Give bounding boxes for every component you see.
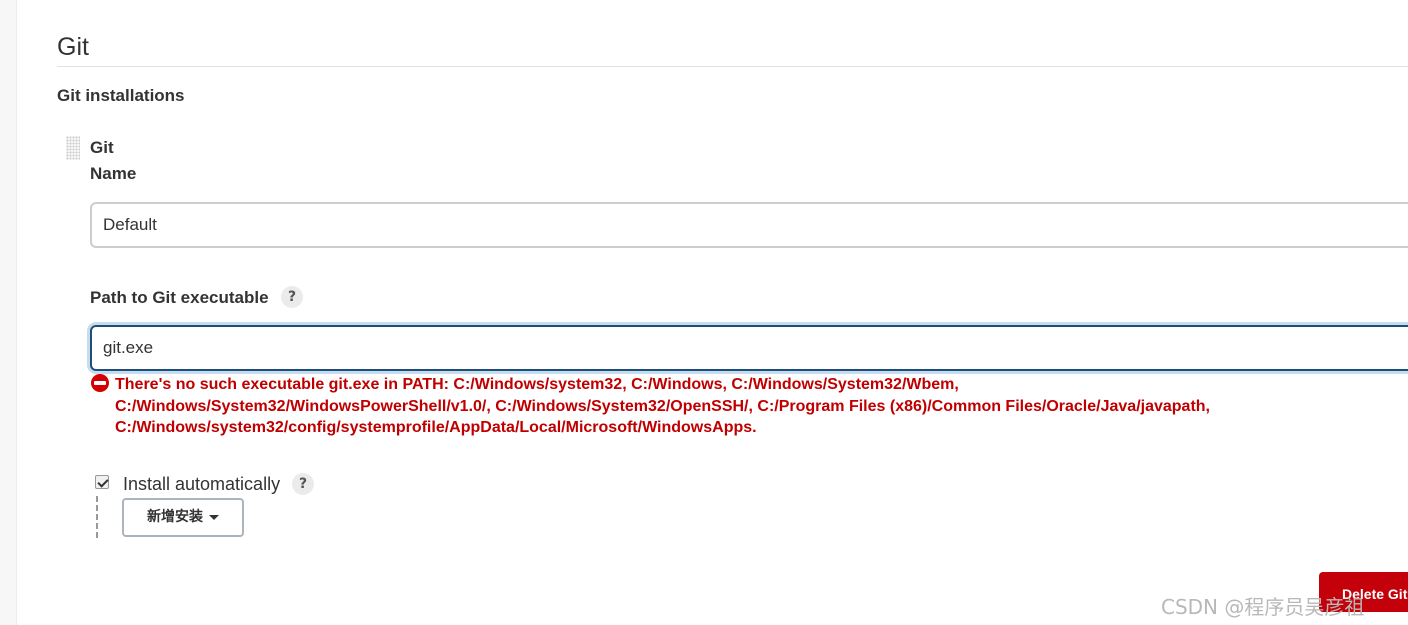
install-automatically-checkbox[interactable]: [95, 475, 109, 489]
installer-connector: [96, 496, 98, 538]
error-line: C:/Windows/system32/config/systemprofile…: [115, 419, 757, 436]
section-divider: [57, 66, 1408, 67]
caret-down-icon: [209, 514, 219, 520]
install-help-icon[interactable]: ?: [292, 473, 314, 495]
path-error-message: There's no such executable git.exe in PA…: [115, 374, 1375, 439]
delete-git-button[interactable]: Delete Git: [1319, 572, 1408, 612]
drag-handle-icon[interactable]: [66, 136, 80, 160]
add-installer-button[interactable]: 新增安装: [122, 498, 244, 537]
name-input[interactable]: [90, 202, 1408, 248]
path-input[interactable]: [90, 325, 1408, 371]
watermark: CSDN @程序员吴彦祖: [1161, 595, 1365, 619]
path-label: Path to Git executable: [90, 288, 269, 307]
left-rail: [0, 0, 17, 625]
error-line: There's no such executable git.exe in PA…: [115, 376, 959, 393]
path-help-icon[interactable]: ?: [281, 286, 303, 308]
install-automatically-label[interactable]: Install automatically: [123, 474, 281, 494]
section-title: Git: [57, 33, 89, 61]
installation-title: Git: [90, 138, 114, 157]
add-installer-label: 新增安装: [147, 509, 203, 525]
error-icon: [91, 374, 109, 392]
error-line: C:/Windows/System32/WindowsPowerShell/v1…: [115, 397, 1210, 415]
installations-label: Git installations: [57, 86, 185, 105]
name-label: Name: [90, 164, 137, 183]
